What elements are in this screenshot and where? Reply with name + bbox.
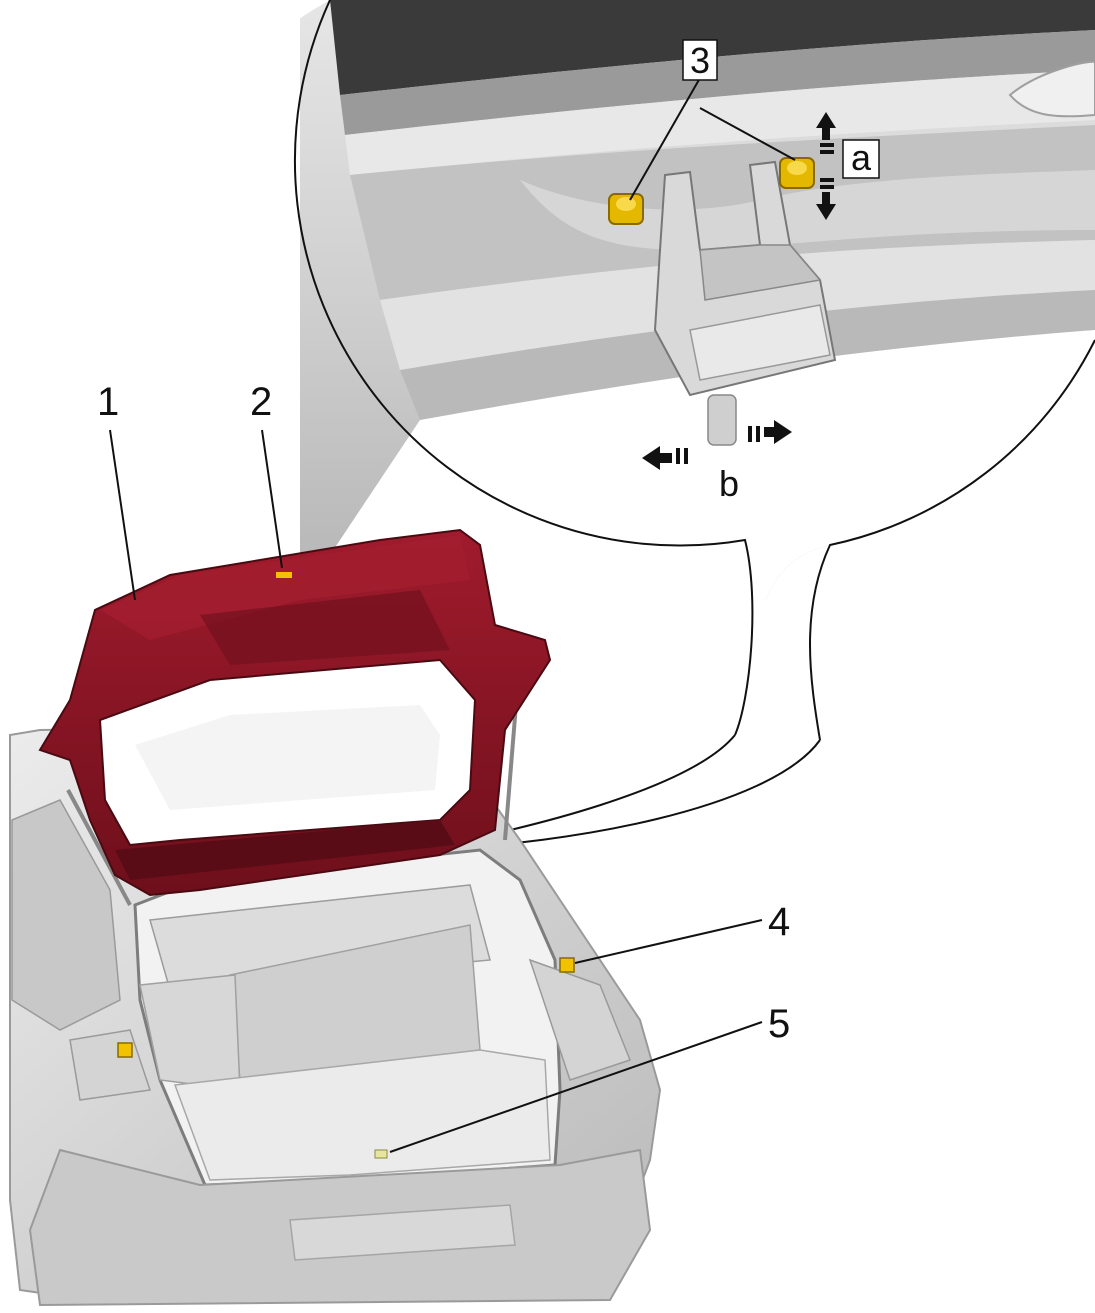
buffer-right (559, 957, 575, 973)
adjustment-arrow-horizontal-b (642, 420, 792, 470)
callout-1: 1 (97, 380, 119, 424)
callout-2: 2 (250, 380, 272, 424)
callout-b: b (719, 463, 739, 504)
callout-leaders (109, 77, 796, 1153)
callout-4: 4 (768, 900, 790, 944)
buffer-left (117, 1042, 133, 1058)
tailgate (38, 528, 552, 897)
callout-a: a (851, 137, 872, 178)
zoom-detail-view (293, 0, 1095, 849)
hinge-bracket (653, 160, 837, 446)
tailgate-buffer-marker (276, 572, 292, 578)
callout-5: 5 (768, 1002, 790, 1046)
lock-striker (374, 1149, 388, 1159)
callout-3: 3 (690, 40, 710, 81)
bolt-left (608, 193, 644, 225)
adjustment-arrow-vertical-a (816, 112, 836, 220)
callout-a-box (842, 139, 880, 179)
callout-3-box (682, 39, 718, 81)
bolt-right (779, 157, 815, 189)
zoom-detail-image (300, 0, 1095, 600)
